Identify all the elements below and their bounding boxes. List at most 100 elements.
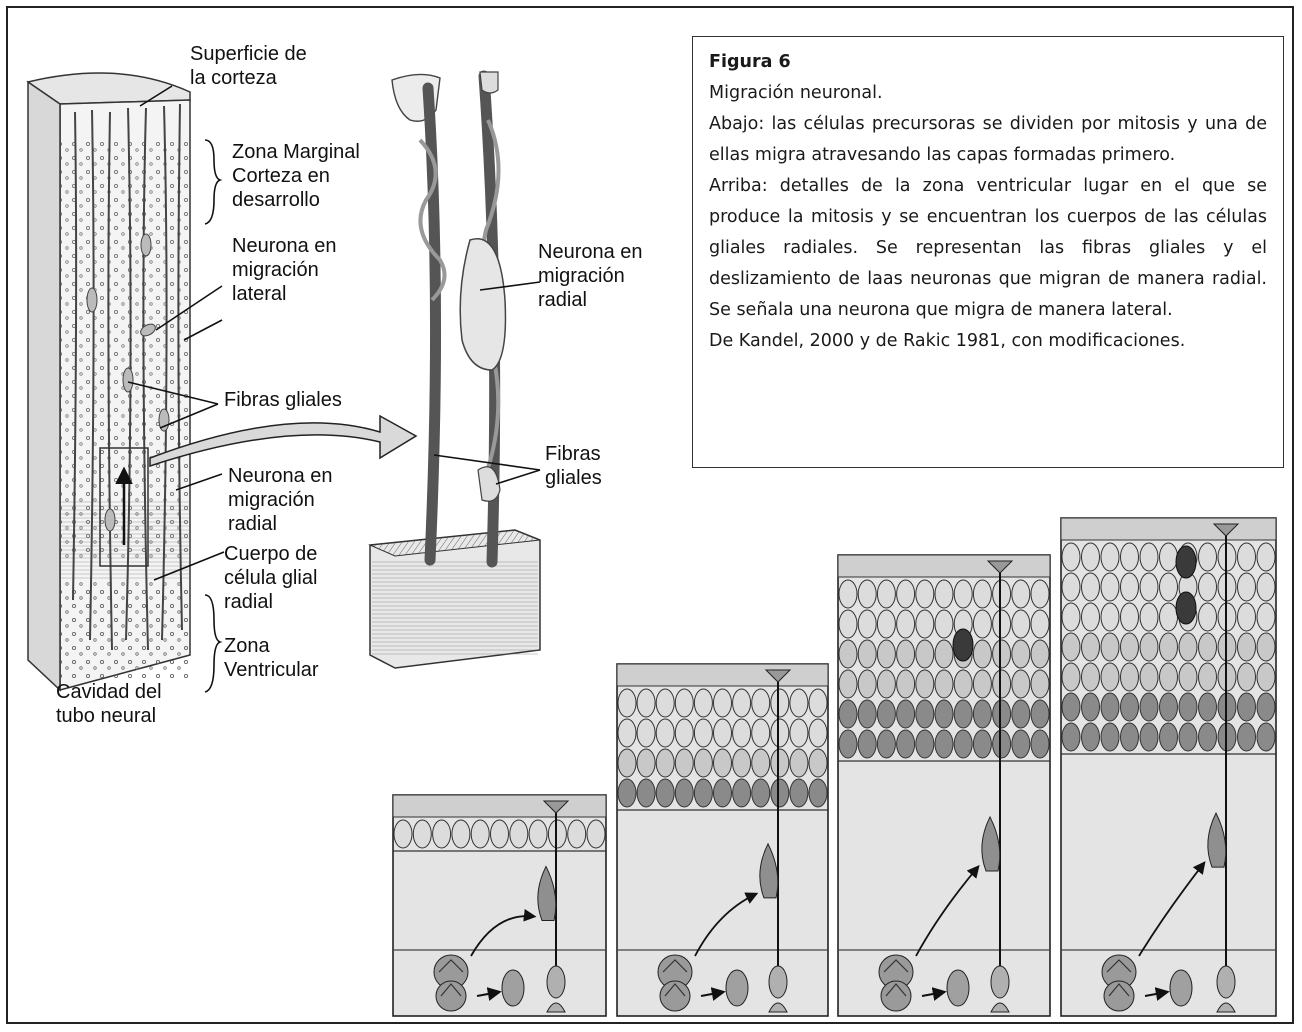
cortical-neuron xyxy=(877,640,895,668)
cortical-neuron xyxy=(1238,543,1256,571)
label-lateral-3: lateral xyxy=(232,283,286,305)
marginal-zone xyxy=(1061,518,1276,540)
cortical-neuron xyxy=(858,700,876,728)
cortical-neuron xyxy=(935,640,953,668)
cortical-neuron xyxy=(714,749,732,777)
cortical-neuron xyxy=(1101,543,1119,571)
cortical-neuron xyxy=(752,779,770,807)
cortical-neuron xyxy=(433,820,451,848)
label-marginal-1: Zona Marginal xyxy=(232,141,360,163)
cortical-neuron xyxy=(1257,633,1275,661)
cortical-neuron xyxy=(1238,573,1256,601)
dividing-cell xyxy=(1104,981,1134,1011)
cortical-neuron xyxy=(529,820,547,848)
cortical-neuron xyxy=(1257,723,1275,751)
cortical-neuron xyxy=(1082,573,1100,601)
cortical-neuron xyxy=(656,749,674,777)
cortical-neuron xyxy=(916,610,934,638)
cortical-neuron xyxy=(510,820,528,848)
cortical-neuron xyxy=(618,719,636,747)
cortical-neuron xyxy=(694,749,712,777)
cortical-neuron xyxy=(916,640,934,668)
cortical-neuron xyxy=(733,779,751,807)
cortical-neuron xyxy=(694,689,712,717)
cortical-neuron xyxy=(471,820,489,848)
glial-soma xyxy=(547,966,565,998)
cortical-neuron xyxy=(993,580,1011,608)
cortical-neuron xyxy=(973,670,991,698)
stage-panel-4 xyxy=(1061,518,1276,1016)
label-lateral-1: Neurona en xyxy=(232,235,337,257)
cortex-block-diagram: Superficie de la corteza Zona Marginal C… xyxy=(28,43,416,727)
stage-panel-3 xyxy=(838,555,1050,1016)
cortical-neuron xyxy=(916,580,934,608)
cortical-neuron xyxy=(1082,633,1100,661)
stage-panel-2 xyxy=(617,664,828,1016)
cortical-neuron xyxy=(394,820,412,848)
cortical-neuron xyxy=(1101,723,1119,751)
cortical-neuron xyxy=(587,820,605,848)
cortical-neuron xyxy=(897,670,915,698)
cortical-neuron xyxy=(568,820,586,848)
cortical-neuron xyxy=(935,610,953,638)
cortical-neuron xyxy=(771,719,789,747)
cortical-neuron xyxy=(1121,543,1139,571)
cortical-neuron xyxy=(752,689,770,717)
cortical-neuron xyxy=(973,580,991,608)
label-cavity-1: Cavidad del xyxy=(56,681,162,703)
cortical-neuron xyxy=(1160,543,1178,571)
cortical-neuron xyxy=(1062,603,1080,631)
cortical-neuron xyxy=(733,689,751,717)
cortical-neuron xyxy=(790,749,808,777)
cortical-neuron xyxy=(1160,633,1178,661)
cortical-neuron xyxy=(618,689,636,717)
cortical-neuron xyxy=(839,730,857,758)
cortical-neuron xyxy=(954,670,972,698)
cortical-neuron xyxy=(618,779,636,807)
cortical-neuron xyxy=(1160,603,1178,631)
cortical-neuron xyxy=(637,779,655,807)
cortical-neuron xyxy=(973,610,991,638)
radial-neuron-body xyxy=(460,239,505,370)
cortical-neuron xyxy=(1199,723,1217,751)
cortical-neuron xyxy=(1199,633,1217,661)
cortical-neuron xyxy=(1082,663,1100,691)
cortical-neuron xyxy=(1031,670,1049,698)
marginal-zone xyxy=(393,795,606,817)
cortical-neuron xyxy=(1012,610,1030,638)
cortical-neuron xyxy=(1012,670,1030,698)
cortical-neuron xyxy=(993,730,1011,758)
marginal-zone xyxy=(838,555,1050,577)
cortical-neuron xyxy=(839,640,857,668)
cortical-neuron xyxy=(675,749,693,777)
label-glial-fibers: Fibras gliales xyxy=(224,389,342,411)
cortical-neuron xyxy=(1101,573,1119,601)
label-lateral-2: migración xyxy=(232,259,319,281)
daughter-cell xyxy=(502,970,524,1006)
label-ventricular-1: Zona xyxy=(224,635,270,657)
caption-title: Figura 6 xyxy=(709,47,1267,78)
cortical-neuron xyxy=(790,719,808,747)
cortical-neuron xyxy=(1031,730,1049,758)
cortical-neuron xyxy=(1140,573,1158,601)
caption-box: Figura 6 Migración neuronal. Abajo: las … xyxy=(692,36,1284,468)
label-surface-2: la corteza xyxy=(190,67,278,89)
cortical-neuron xyxy=(935,580,953,608)
cortical-neuron xyxy=(1012,730,1030,758)
label-cavity-2: tubo neural xyxy=(56,705,156,727)
cortical-neuron xyxy=(954,700,972,728)
cortical-neuron xyxy=(1062,663,1080,691)
cortical-neuron xyxy=(1062,573,1080,601)
cortical-neuron xyxy=(1199,663,1217,691)
caption-line-3: Arriba: detalles de la zona ventricular … xyxy=(709,171,1267,326)
cortical-neuron xyxy=(1101,693,1119,721)
cortical-neuron xyxy=(935,700,953,728)
cortical-neuron xyxy=(916,700,934,728)
label-marginal-3: desarrollo xyxy=(232,189,320,211)
cortical-neuron xyxy=(1062,723,1080,751)
cortical-neuron xyxy=(1101,603,1119,631)
cortical-neuron xyxy=(1160,663,1178,691)
cortical-neuron xyxy=(491,820,509,848)
label-detail-radial-3: radial xyxy=(538,289,587,311)
cortical-neuron xyxy=(858,670,876,698)
